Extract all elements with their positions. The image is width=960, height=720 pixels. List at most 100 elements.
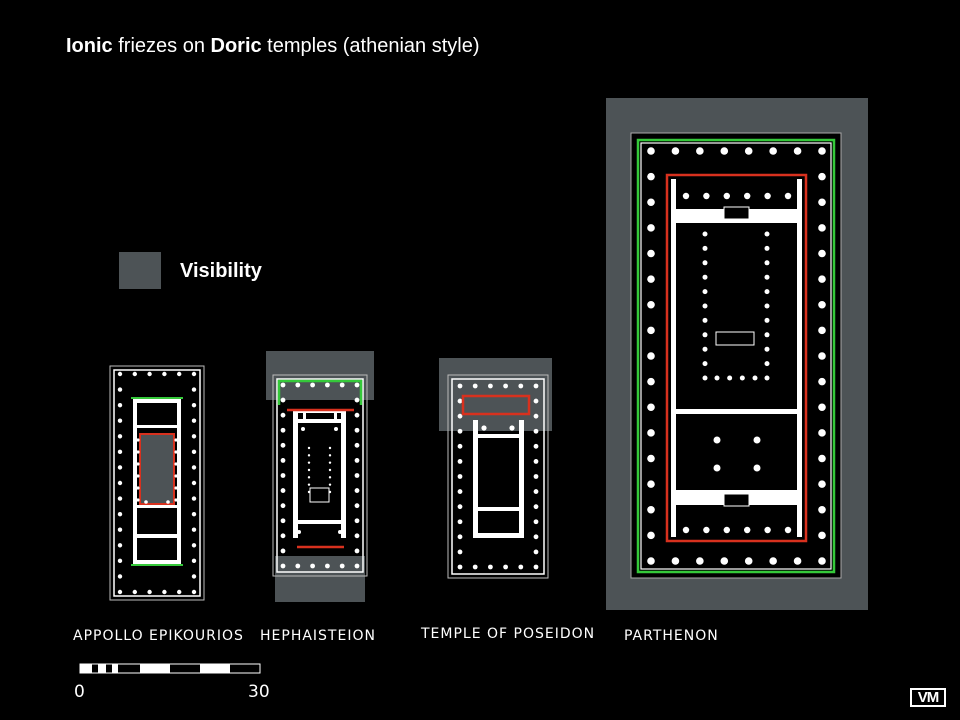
column-dot — [354, 473, 360, 478]
column-dot — [764, 231, 770, 237]
column-dot — [739, 375, 745, 381]
column-dot — [280, 427, 286, 433]
column-dot — [307, 454, 311, 457]
column-dot — [647, 300, 655, 309]
column-dot — [136, 438, 140, 442]
column-dot — [147, 589, 152, 595]
parthenon-peristyle-columns — [647, 147, 826, 565]
plan-temple-of-poseidon — [439, 358, 552, 579]
column-dot — [533, 413, 539, 419]
column-dot — [191, 465, 197, 470]
column-dot — [647, 326, 655, 335]
parthenon-statue-base — [715, 331, 755, 346]
column-dot — [744, 557, 753, 565]
column-dot — [354, 533, 360, 539]
column-dot — [647, 505, 655, 514]
column-dot — [191, 387, 197, 392]
column-dot — [647, 352, 655, 360]
column-dot — [354, 518, 360, 524]
column-dot — [325, 563, 330, 569]
column-dot — [307, 483, 311, 486]
column-dot — [713, 436, 721, 444]
column-dot — [509, 425, 515, 431]
column-dot — [136, 450, 140, 454]
column-dot — [457, 564, 463, 570]
column-dot — [720, 147, 729, 155]
column-dot — [191, 449, 197, 455]
column-dot — [457, 489, 463, 494]
column-dot — [818, 352, 826, 360]
column-dot — [174, 498, 178, 502]
column-dot — [117, 465, 123, 470]
column-dot — [117, 543, 123, 548]
column-dot — [647, 275, 655, 283]
column-dot — [753, 436, 761, 444]
column-dot — [310, 563, 315, 569]
column-dot — [339, 563, 345, 569]
apollo-inner-columns — [136, 438, 178, 504]
column-dot — [328, 476, 332, 479]
column-dot — [769, 147, 777, 155]
column-dot — [280, 382, 286, 388]
column-dot — [753, 464, 761, 472]
column-dot — [328, 454, 332, 457]
column-dot — [723, 526, 730, 534]
column-dot — [533, 474, 539, 479]
column-dot — [703, 192, 710, 200]
column-dot — [764, 192, 771, 200]
column-dot — [503, 383, 508, 389]
column-dot — [818, 249, 826, 258]
column-dot — [818, 172, 826, 181]
column-dot — [671, 557, 680, 565]
apollo-stylobate — [113, 369, 201, 597]
column-dot — [744, 192, 751, 200]
column-dot — [280, 442, 286, 448]
column-dot — [793, 147, 802, 155]
column-dot — [764, 332, 770, 338]
hephaisteion-frieze-green — [277, 379, 363, 405]
column-dot — [764, 317, 770, 323]
column-dot — [280, 548, 286, 554]
column-dot — [295, 563, 301, 569]
column-dot — [354, 458, 360, 463]
column-dot — [117, 418, 123, 423]
column-dot — [533, 459, 539, 464]
hephaisteion-naos-walls — [293, 410, 346, 538]
column-dot — [280, 397, 286, 403]
column-dot — [117, 574, 123, 579]
column-dot — [702, 375, 708, 381]
apollo-adyton-visibility — [140, 434, 174, 504]
column-dot — [334, 427, 338, 431]
column-dot — [174, 462, 178, 466]
column-dot — [307, 468, 311, 472]
label-apollo-epikourios: APPOLLO EPIKOURIOS — [73, 628, 244, 644]
column-dot — [310, 382, 315, 388]
column-dot — [457, 549, 463, 555]
column-dot — [488, 383, 493, 389]
column-dot — [177, 371, 182, 377]
column-dot — [297, 530, 301, 534]
parthenon-stylobate — [630, 132, 842, 579]
column-dot — [136, 498, 140, 502]
column-dot — [793, 557, 802, 565]
column-dot — [671, 147, 680, 155]
column-dot — [818, 531, 826, 540]
column-dot — [328, 446, 332, 450]
plan-apollo-epikourios — [109, 365, 205, 601]
poseidon-peristyle-columns — [457, 383, 539, 570]
apollo-ionic-frieze-red — [139, 433, 175, 505]
column-dot — [117, 558, 123, 564]
column-dot — [533, 564, 539, 570]
column-dot — [818, 275, 826, 283]
column-dot — [533, 489, 539, 494]
column-dot — [764, 274, 770, 280]
column-dot — [818, 403, 826, 412]
column-dot — [472, 564, 478, 570]
column-dot — [136, 486, 140, 490]
column-dot — [280, 488, 286, 493]
column-dot — [818, 198, 826, 207]
column-dot — [354, 397, 360, 403]
column-dot — [117, 511, 123, 517]
column-dot — [647, 480, 655, 488]
